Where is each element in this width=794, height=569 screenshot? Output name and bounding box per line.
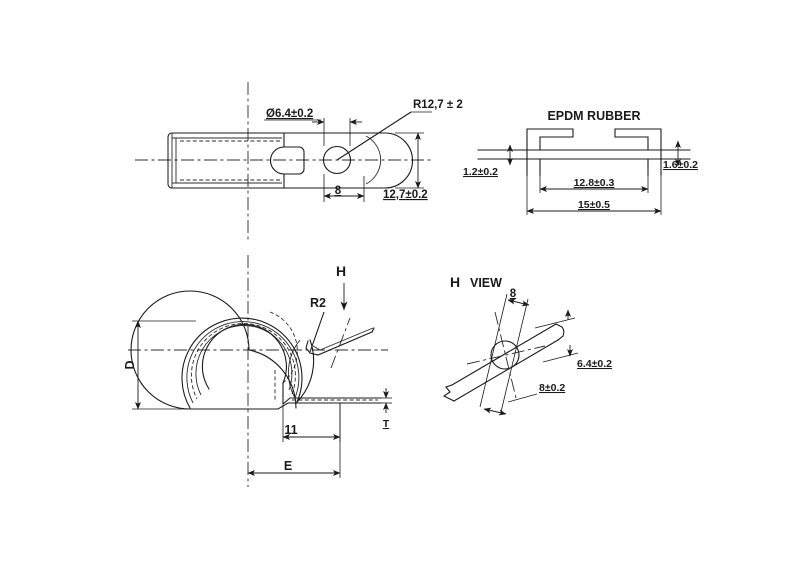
dim-body-width-label: 12,7±0.2	[383, 189, 428, 201]
dim-corner-radius-label: R12,7 ± 2	[413, 99, 463, 111]
clamp-loop-outer-2	[186, 321, 300, 404]
upper-strap-bend	[305, 331, 373, 356]
slot-shoulder-upper	[283, 146, 305, 161]
side-view: R2 H D T 11	[123, 263, 392, 478]
dim-epdm-outer-width-label: 15±0.5	[578, 199, 610, 211]
dim-h-view-hole-spacing-label: 8±0.2	[539, 382, 565, 394]
clamp-loop-inner-2	[195, 325, 293, 396]
dim-inner-diameter: D	[123, 320, 196, 410]
left-tab-inner-edges	[172, 137, 282, 184]
h-view-word: VIEW	[470, 276, 502, 290]
dim-h-view-hole-diameter-label: 6.4±0.2	[577, 358, 612, 370]
epdm-right-hook	[614, 128, 662, 151]
h-view-strap-bottom-edge	[453, 339, 559, 402]
dim-leg-length: 11	[282, 403, 341, 442]
dim-epdm-inner-width: 12.8±0.3	[539, 177, 649, 192]
dim-epdm-thickness-right: 1.6±0.2	[663, 140, 698, 171]
section-arrow-h-label: H	[336, 263, 346, 279]
dim-bend-radius-label: R2	[310, 296, 326, 310]
h-view-hole-centerline-long	[466, 345, 546, 365]
leader-bend-radius: R2	[309, 296, 326, 353]
dim-epdm-thickness-left-label: 1.2±0.2	[463, 166, 498, 178]
dim-overall-length: E	[247, 403, 341, 478]
top-view: Ø6.4±0.2 8 12,7±0.2 R12,7 ± 2	[135, 99, 463, 202]
dim-overall-length-label: E	[284, 459, 292, 473]
clamp-body-outline	[167, 132, 414, 189]
clamp-outer-band	[130, 290, 297, 410]
dim-h-view-hole-diameter: 6.4±0.2	[534, 309, 612, 370]
h-view-hole-centerline-cross	[494, 311, 517, 399]
dim-epdm-inner-width-label: 12.8±0.3	[574, 177, 615, 189]
h-view-strap-top-edge	[451, 323, 557, 386]
foot-bottom-edge	[189, 402, 382, 410]
dim-material-thickness-label: T	[383, 418, 390, 430]
mounting-hole-circle	[322, 145, 352, 175]
epdm-rubber-title: EPDM RUBBER	[547, 109, 640, 123]
dim-h-view-tab-width-label: 8	[510, 288, 517, 300]
dim-material-thickness: T	[376, 388, 392, 430]
corner-radius-arc	[365, 135, 382, 185]
section-arrow-h: H	[336, 263, 348, 311]
h-view-letter: H	[450, 274, 460, 290]
upper-strap-bend-inner	[312, 327, 374, 351]
dim-leg-length-label: 11	[284, 423, 297, 437]
epdm-left-hook	[526, 128, 574, 151]
dim-hole-diameter-label: Ø6.4±0.2	[266, 108, 313, 120]
dim-hole-offset: 8	[323, 174, 365, 202]
dim-epdm-outer-width: 15±0.5	[526, 199, 662, 214]
dim-body-width: 12,7±0.2	[383, 132, 428, 201]
clamp-inner-bore	[201, 323, 287, 390]
clamp-loop-rubber-hidden	[190, 323, 296, 400]
h-view-strap-end-cap	[555, 323, 565, 341]
leader-corner-radius: R12,7 ± 2	[336, 99, 463, 161]
foot-top-edge	[282, 397, 382, 405]
h-view-break-line	[442, 384, 455, 402]
dim-inner-diameter-label: D	[123, 360, 137, 369]
upper-strap-thin	[288, 339, 301, 399]
epdm-rubber-section: EPDM RUBBER 1.2±0.2 1.6±0.2 1	[463, 109, 698, 215]
dim-hole-offset-label: 8	[335, 185, 342, 197]
slot-shoulder-lower	[283, 159, 305, 175]
dim-epdm-thickness-right-label: 1.6±0.2	[663, 159, 698, 171]
dim-hole-diameter: Ø6.4±0.2	[264, 108, 362, 146]
h-view-tab-rect	[479, 293, 529, 413]
upper-strap-tip	[371, 327, 375, 333]
h-view-detail: H VIEW 8 6.4±0.2	[442, 274, 612, 416]
dim-epdm-thickness-left: 1.2±0.2	[463, 144, 513, 178]
h-view-hole-circle	[490, 340, 520, 370]
dim-h-view-tab-width: 8	[507, 288, 530, 307]
tongue-centerline	[330, 317, 351, 369]
dim-h-view-hole-spacing: 8±0.2	[483, 382, 565, 416]
clamp-loop-outer	[181, 317, 303, 409]
u-slot-cut	[269, 132, 285, 189]
